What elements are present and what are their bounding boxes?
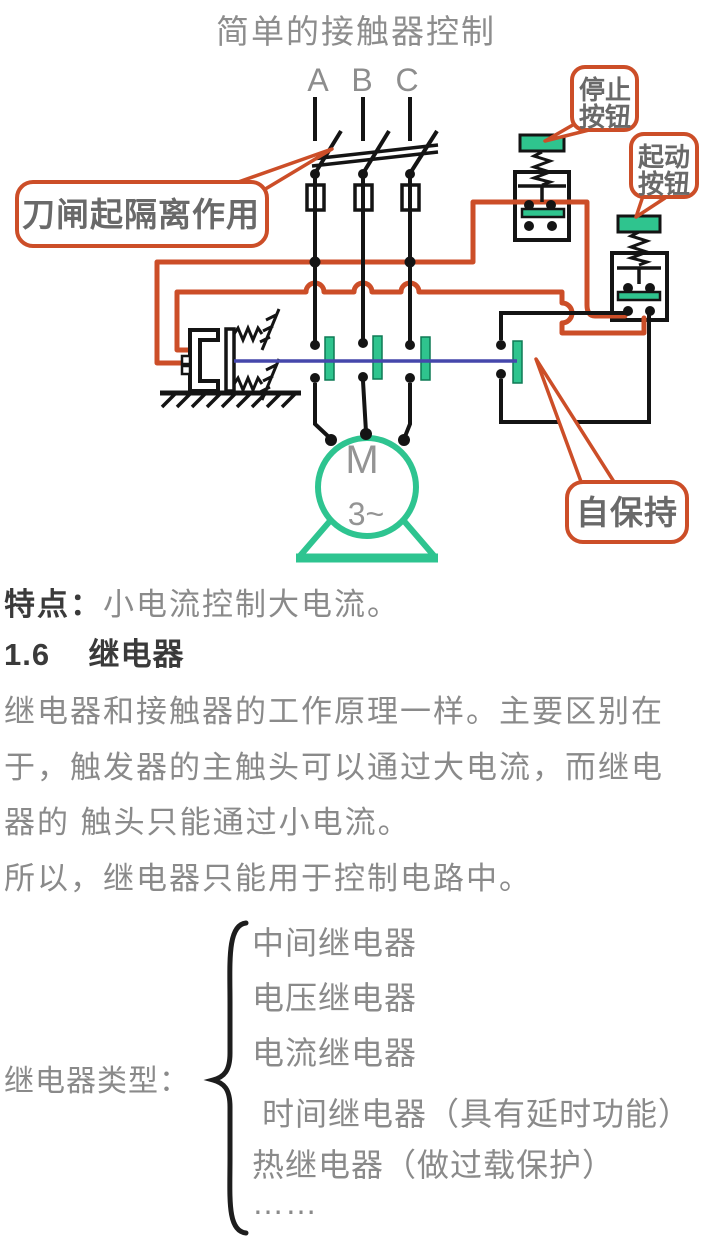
stop-plunger — [518, 184, 566, 202]
phase-label-a: A — [307, 62, 329, 98]
ground-hatch — [160, 392, 297, 409]
armature — [224, 327, 236, 393]
phase-label-b: B — [351, 62, 372, 98]
brace-path — [203, 920, 249, 1236]
phase-label-c: C — [395, 62, 418, 98]
stop-button-spring — [528, 150, 556, 187]
stop-bridge — [520, 207, 566, 219]
relay-type-item: 电流继电器 — [252, 1035, 418, 1071]
callout-stop-line2: 按钮 — [579, 102, 631, 132]
spring-anchor-top — [259, 308, 281, 351]
callout-bubble — [629, 132, 699, 199]
motor: M 3~ — [296, 435, 438, 563]
callout-knife-switch: 刀闸起隔离作用 — [15, 147, 334, 248]
callout-bubble — [15, 180, 269, 248]
coil-terminal-lower — [180, 364, 192, 376]
button-internals — [518, 184, 662, 302]
paragraph-line-1: 继电器和接触器的工作原理一样。主要区别在 — [4, 694, 664, 729]
coil-terminal-upper — [180, 354, 192, 366]
callout-self-hold: 自保持 — [534, 357, 689, 544]
junction-dots — [309, 169, 655, 446]
paragraph-line-2: 于，触发器的主触头可以通过大电流，而继电 — [4, 750, 664, 785]
feature-label: 特点： — [4, 587, 103, 622]
relay-type-item: 中间继电器 — [252, 925, 418, 961]
phase-lines-top — [313, 97, 412, 141]
start-plunger — [617, 266, 661, 284]
stop-button-housing — [513, 170, 571, 242]
section-heading: 1.6 继电器 — [4, 637, 185, 672]
start-button — [610, 214, 669, 322]
relay-type-item: 电压继电器 — [252, 980, 418, 1016]
diagram-title: 简单的接触器控制 — [216, 13, 496, 50]
relay-type-item: …… — [252, 1185, 318, 1221]
callout-start-button: 起动 按钮 — [629, 132, 699, 219]
contacts — [234, 335, 523, 384]
contactor-coil — [180, 308, 281, 401]
self-hold-loop — [499, 311, 651, 424]
relay-type-item: 热继电器（做过载保护） — [252, 1147, 616, 1183]
relay-types-label: 继电器类型： — [4, 1065, 190, 1098]
brace — [203, 920, 249, 1236]
callout-bubble — [565, 480, 689, 544]
main-contact-a — [324, 336, 335, 381]
feature-text: 小电流控制大电流。 — [103, 587, 400, 622]
phase-lines-mid — [313, 174, 412, 341]
coil-core — [188, 328, 220, 393]
start-bridge — [616, 290, 662, 302]
motor-phase-label: 3~ — [348, 496, 384, 532]
main-contact-b — [372, 335, 383, 380]
callout-stop-line1: 停止 — [579, 75, 631, 105]
main-contact-c — [420, 336, 431, 381]
callout-knife-text: 刀闸起隔离作用 — [22, 196, 260, 233]
feature-line: 特点：小电流控制大电流。 — [4, 579, 400, 624]
knife-switch-linkage — [311, 143, 439, 168]
spring-anchor-bottom — [259, 358, 281, 401]
callout-selfhold-text: 自保持 — [576, 494, 678, 531]
paragraph-line-3: 器的 触头只能通过小电流。 — [4, 805, 411, 840]
conclusion-line: 所以，继电器只能用于控制电路中。 — [4, 861, 532, 896]
motor-letter: M — [345, 438, 378, 482]
circuit-diagram: M 3~ — [15, 13, 699, 563]
return-spring-bottom — [232, 374, 264, 394]
relay-type-item: 时间继电器（具有延时功能） — [262, 1096, 692, 1132]
callout-tail — [634, 194, 667, 219]
callout-start-line1: 起动 — [638, 142, 690, 172]
callout-bubble — [570, 65, 639, 132]
motor-leads — [313, 380, 412, 441]
return-spring-top — [232, 324, 264, 344]
start-button-housing — [610, 251, 669, 322]
start-button-spring — [625, 230, 653, 267]
callout-start-line2: 按钮 — [638, 169, 690, 199]
start-button-cap — [616, 214, 662, 234]
callout-stop-button: 停止 按钮 — [543, 65, 639, 143]
